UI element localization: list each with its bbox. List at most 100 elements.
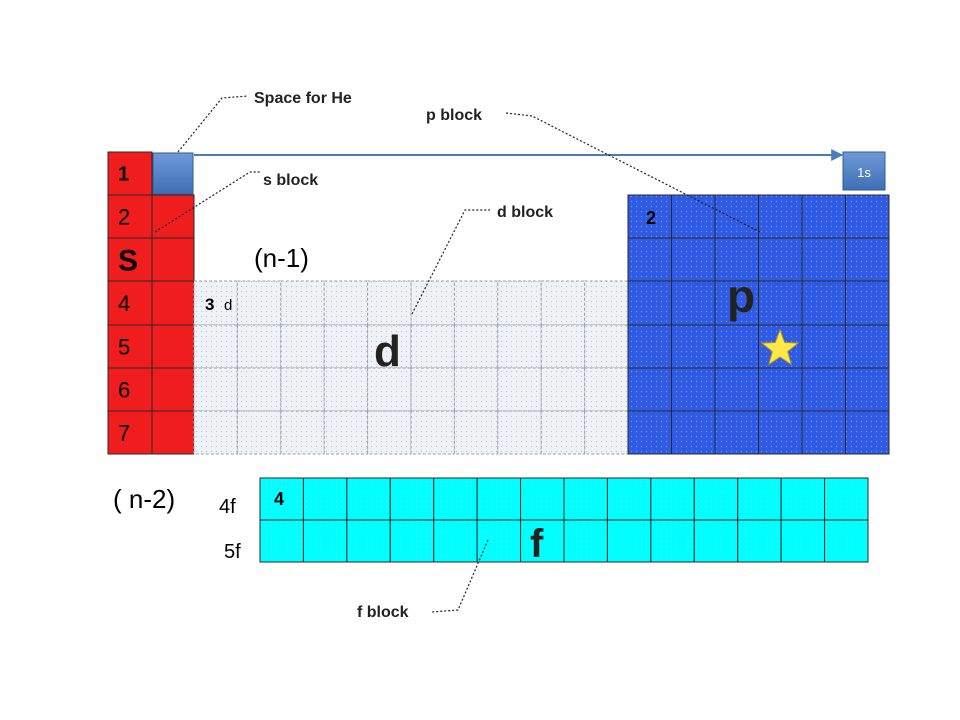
p-block-cell <box>801 280 846 326</box>
p-block-cell <box>671 324 716 369</box>
f-block-cell <box>476 519 522 563</box>
p-block-letter: p <box>727 270 755 322</box>
p-block-cell <box>845 367 890 412</box>
p-block-cell <box>845 194 890 239</box>
d-block-cell <box>193 410 238 455</box>
s-block-cell <box>151 367 195 412</box>
d-block-cell <box>410 410 455 455</box>
d-block-cell <box>236 280 282 326</box>
f-block-cell <box>606 519 652 563</box>
p-block-callout-line <box>505 112 761 233</box>
p-block-cell <box>627 367 672 412</box>
p-block-label: p block <box>426 107 482 124</box>
f-block-cell <box>520 477 565 521</box>
he-space-box <box>152 152 194 195</box>
p-block-cell <box>714 324 759 369</box>
d-block-letter: d <box>374 327 401 376</box>
d-block-cell <box>410 324 455 369</box>
d-first-cell-letter: d <box>224 297 232 314</box>
1s-label: 1s <box>857 165 871 180</box>
p-block-row-label: 2 <box>646 208 656 228</box>
s-block-cell <box>107 151 153 196</box>
f-block-cell <box>824 519 869 563</box>
s-block-cell <box>107 194 153 239</box>
d-block-cell <box>410 367 455 412</box>
d-block-cell <box>323 367 369 412</box>
p-block-cell <box>714 194 759 239</box>
s-block-cell <box>151 410 195 455</box>
d-block-cell <box>540 280 586 326</box>
d-block-cell <box>236 367 282 412</box>
p-block-cell <box>845 410 890 455</box>
d-block-cell <box>584 410 629 455</box>
f-block-cell <box>346 519 391 563</box>
f-first-cell: 4 <box>274 489 284 509</box>
p-block-cell <box>845 237 890 282</box>
d-block-cell <box>323 324 369 369</box>
f-shell-note: ( n-2) <box>113 484 175 514</box>
s-block-row-label: 1 <box>118 164 129 186</box>
d-block-cell <box>236 324 282 369</box>
s-block-cell <box>107 237 153 282</box>
f-block-cell <box>520 519 565 563</box>
s-block-row-label: 6 <box>118 377 130 402</box>
s-block-label: s block <box>263 172 318 189</box>
d-block-cell <box>497 367 542 412</box>
s-block-row-label: 7 <box>118 420 130 445</box>
s-block-callout-line <box>154 171 260 233</box>
f-block-cell <box>693 477 739 521</box>
f-block-cell <box>780 519 826 563</box>
p-block-cell <box>714 410 759 455</box>
d-block-cell <box>453 367 499 412</box>
p-block-cell <box>801 194 846 239</box>
d-block-cell <box>367 367 412 412</box>
f-block-cell <box>563 477 608 521</box>
p-block-cell <box>627 410 672 455</box>
d-block-cell <box>497 280 542 326</box>
f-block-cell <box>476 477 522 521</box>
d-block-cell <box>280 280 325 326</box>
d-block-label: d block <box>497 204 553 221</box>
p-block-cell <box>801 324 846 369</box>
p-block-cell <box>758 237 803 282</box>
d-block-cell <box>193 324 238 369</box>
s-block-cell <box>107 410 153 455</box>
p-block-cell <box>758 367 803 412</box>
p-block-cell <box>627 280 672 326</box>
s-block-row-label: S <box>118 244 138 277</box>
p-block: 2p <box>627 194 890 455</box>
f-row-label-5f: 5f <box>224 541 241 563</box>
d-block-cell <box>540 367 586 412</box>
f-block-cell <box>302 477 348 521</box>
f-block-cell <box>693 519 739 563</box>
p-block-cell <box>627 324 672 369</box>
f-block-label: f block <box>357 604 409 621</box>
f-block: 4f <box>259 477 869 566</box>
f-block-cell <box>389 477 435 521</box>
d-block-cell <box>584 280 629 326</box>
d-block-cell <box>323 280 369 326</box>
d-block-cell <box>367 280 412 326</box>
f-block-letter: f <box>530 522 544 566</box>
space-for-he-callout-line <box>177 95 249 153</box>
f-block-callout-line <box>431 539 489 613</box>
star-icon <box>760 328 800 366</box>
d-block-cell <box>323 410 369 455</box>
space-for-he-label: Space for He <box>254 90 352 107</box>
d-block-cell <box>540 324 586 369</box>
d-block-cell <box>453 324 499 369</box>
p-block-cell <box>714 367 759 412</box>
f-block-cell <box>737 477 782 521</box>
p-block-cell <box>845 280 890 326</box>
d-block-callout-line <box>411 209 490 315</box>
d-shell-note: (n-1) <box>254 243 309 273</box>
d-block-cell <box>280 367 325 412</box>
f-block-cell <box>650 519 695 563</box>
s-block-cell <box>151 237 195 282</box>
d-block-cell <box>497 324 542 369</box>
d-first-cell-digit: 3 <box>205 295 214 314</box>
f-block-cell <box>824 477 869 521</box>
p-block-cell <box>714 237 759 282</box>
